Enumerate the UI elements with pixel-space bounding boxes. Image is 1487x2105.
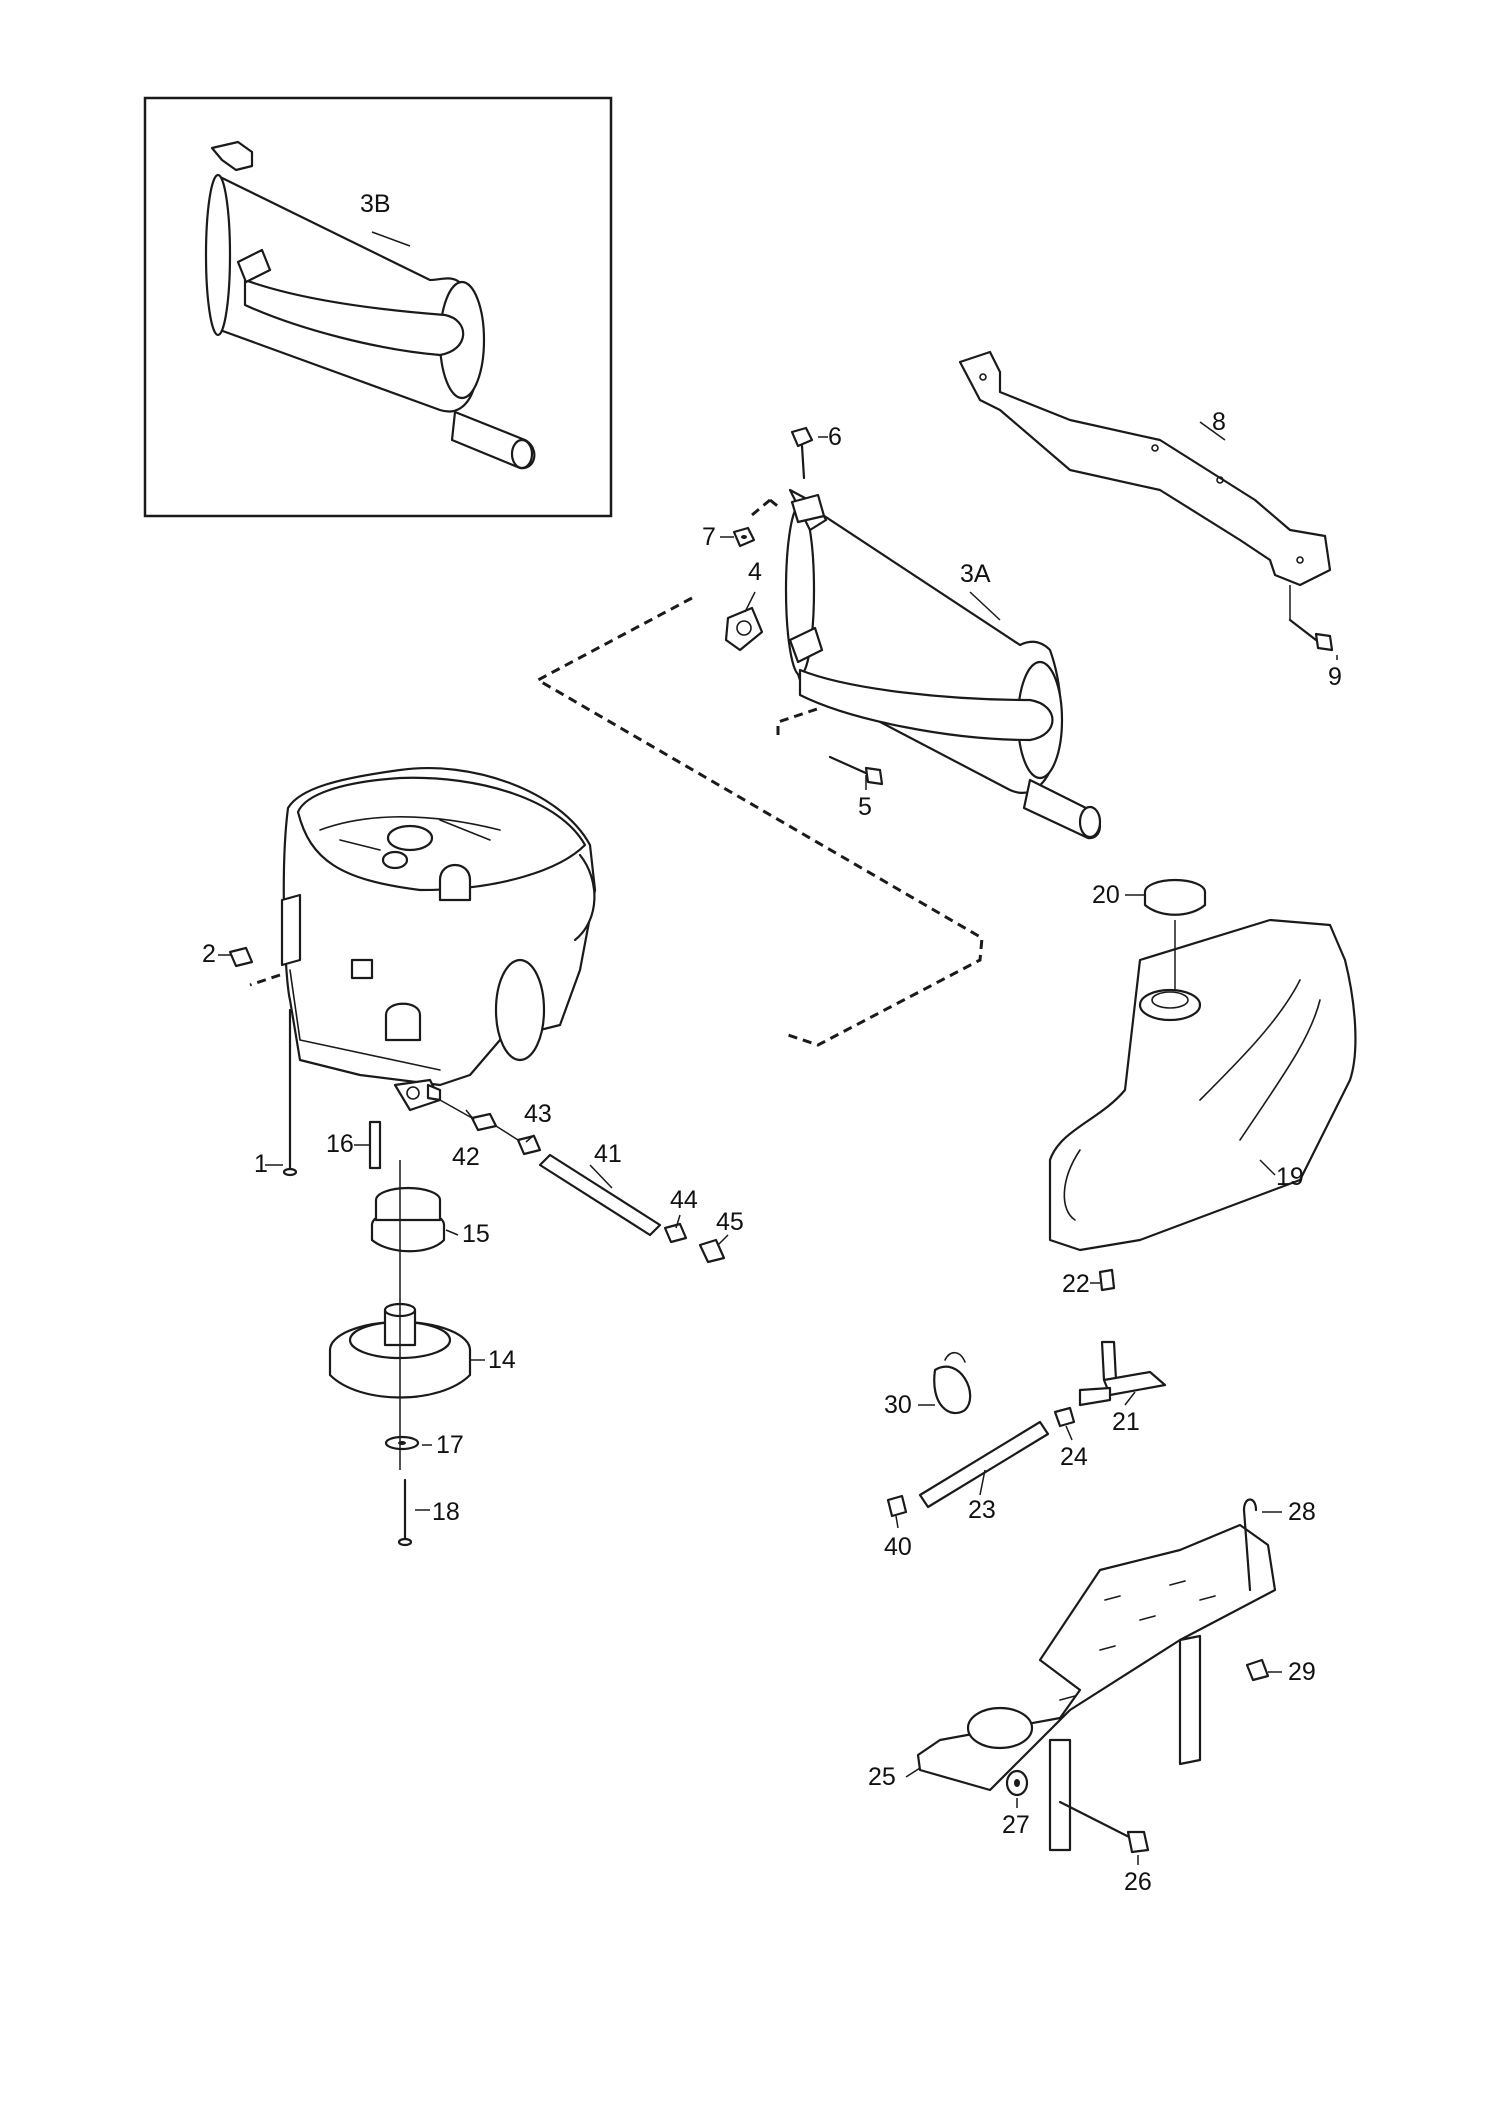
bolt-6 bbox=[790, 426, 814, 480]
callout-4: 4 bbox=[748, 558, 762, 586]
fuel-valve-21 bbox=[1078, 1340, 1167, 1407]
callout-1: 1 bbox=[254, 1150, 268, 1178]
callout-18: 18 bbox=[432, 1498, 460, 1526]
clamp-40 bbox=[886, 1494, 908, 1518]
oil-drain-hose-41 bbox=[538, 1153, 662, 1237]
callout-15: 15 bbox=[462, 1220, 490, 1248]
engine bbox=[280, 766, 597, 1112]
callout-45: 45 bbox=[716, 1208, 744, 1236]
callout-17: 17 bbox=[436, 1431, 464, 1459]
callout-30: 30 bbox=[884, 1391, 912, 1419]
callout-42: 42 bbox=[452, 1143, 480, 1171]
nut-7 bbox=[732, 526, 756, 548]
callout-43: 43 bbox=[524, 1100, 552, 1128]
gasket-4 bbox=[724, 606, 764, 652]
bolt-1 bbox=[282, 1008, 298, 1177]
cap-45 bbox=[698, 1238, 726, 1264]
fuel-hose-23 bbox=[918, 1420, 1050, 1509]
bolt-5 bbox=[828, 755, 884, 786]
callout-19: 19 bbox=[1276, 1163, 1304, 1191]
grommet-22 bbox=[1098, 1268, 1116, 1292]
bolt-9 bbox=[1288, 618, 1334, 652]
cable-tie-30 bbox=[933, 1351, 972, 1415]
callout-3a: 3A bbox=[960, 560, 991, 588]
callout-27: 27 bbox=[1002, 1811, 1030, 1839]
callout-21: 21 bbox=[1112, 1408, 1140, 1436]
nut-2 bbox=[228, 946, 254, 968]
heat-shield-25 bbox=[916, 1523, 1277, 1852]
muffler-3b-inset bbox=[143, 96, 613, 518]
bolt-18 bbox=[397, 1478, 413, 1547]
clamp-44 bbox=[663, 1222, 688, 1244]
callout-41: 41 bbox=[594, 1140, 622, 1168]
callout-2: 2 bbox=[202, 940, 216, 968]
callout-20: 20 bbox=[1092, 881, 1120, 909]
callout-3b: 3B bbox=[360, 190, 391, 218]
leader-lines bbox=[218, 231, 1338, 1865]
muffler-3a bbox=[784, 488, 1102, 840]
callout-16: 16 bbox=[326, 1130, 354, 1158]
callout-28: 28 bbox=[1288, 1498, 1316, 1526]
fitting-42 bbox=[470, 1112, 498, 1132]
callout-25: 25 bbox=[868, 1763, 896, 1791]
callout-29: 29 bbox=[1288, 1658, 1316, 1686]
clip-bracket bbox=[790, 493, 826, 524]
callout-labels: 3B 6 8 7 4 3A 9 5 20 2 43 16 41 1 42 19 … bbox=[202, 190, 1342, 1896]
callout-24: 24 bbox=[1060, 1443, 1088, 1471]
callout-14: 14 bbox=[488, 1346, 516, 1374]
bolt-26 bbox=[1058, 1800, 1150, 1854]
callout-6: 6 bbox=[828, 423, 842, 451]
washer-17 bbox=[384, 1435, 420, 1451]
clamp-43 bbox=[516, 1134, 542, 1156]
clamp-24 bbox=[1053, 1406, 1076, 1428]
nut-29 bbox=[1245, 1658, 1270, 1682]
callout-26: 26 bbox=[1124, 1868, 1152, 1896]
assembly-dashed-lines bbox=[249, 498, 984, 1047]
callout-8: 8 bbox=[1212, 408, 1226, 436]
callout-5: 5 bbox=[858, 793, 872, 821]
key-16 bbox=[368, 1120, 382, 1170]
fuel-cap-20 bbox=[1143, 878, 1207, 916]
callout-40: 40 bbox=[884, 1533, 912, 1561]
callout-7: 7 bbox=[702, 523, 716, 551]
callout-9: 9 bbox=[1328, 663, 1342, 691]
callout-23: 23 bbox=[968, 1496, 996, 1524]
bracket-8 bbox=[958, 350, 1332, 620]
pulley-15 bbox=[370, 1186, 446, 1253]
j-bolt-28 bbox=[1242, 1498, 1258, 1592]
callout-22: 22 bbox=[1062, 1270, 1090, 1298]
fuel-tank-19 bbox=[1048, 918, 1357, 1252]
washer-27 bbox=[1005, 1769, 1029, 1797]
callout-44: 44 bbox=[670, 1186, 698, 1214]
